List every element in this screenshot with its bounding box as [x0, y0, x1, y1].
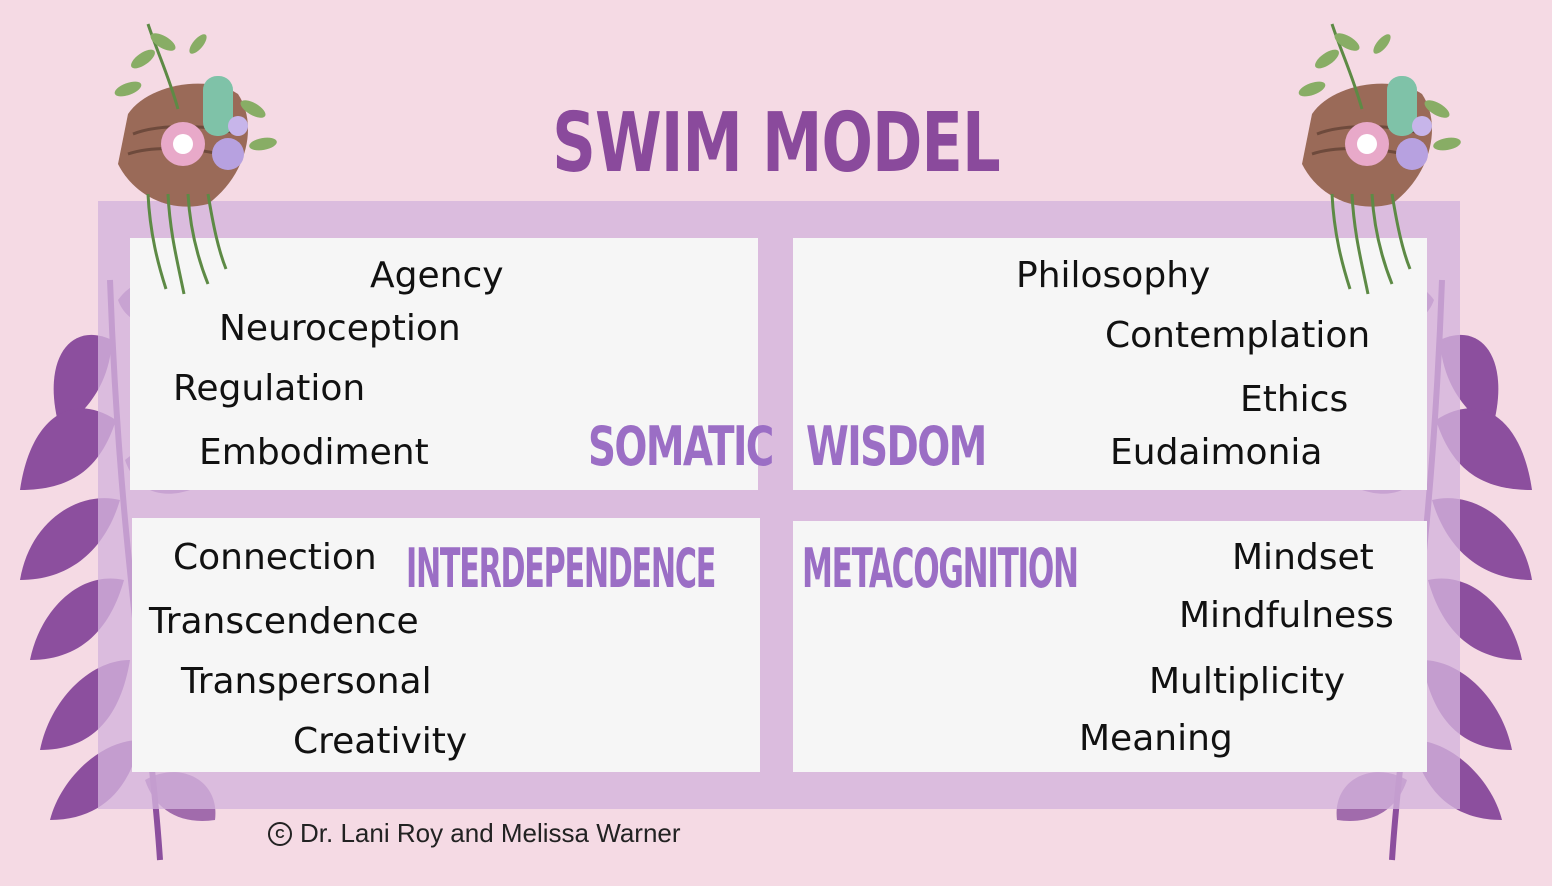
somatic-word: Agency — [370, 255, 504, 296]
floral-bouquet-left-decoration — [114, 23, 277, 295]
interdependence-word: Connection — [173, 537, 377, 578]
somatic-word: Embodiment — [199, 432, 429, 473]
wisdom-panel — [793, 238, 1427, 490]
somatic-word: Neuroception — [219, 308, 461, 349]
somatic-panel — [130, 238, 758, 490]
wisdom-word: Philosophy — [1016, 255, 1211, 296]
wisdom-label: WISDOM — [806, 415, 987, 478]
metacognition-word: Mindfulness — [1179, 595, 1394, 636]
somatic-label: SOMATIC — [588, 415, 774, 478]
page-title: SWIM MODEL — [552, 96, 1000, 191]
interdependence-word: Transcendence — [149, 601, 419, 642]
metacognition-label: METACOGNITION — [802, 537, 1079, 600]
somatic-word: Regulation — [173, 368, 366, 409]
floral-bouquet-right-decoration — [1298, 23, 1461, 295]
wisdom-word: Contemplation — [1105, 315, 1371, 356]
metacognition-word: Multiplicity — [1149, 661, 1346, 702]
metacognition-word: Mindset — [1232, 537, 1374, 578]
copyright-icon: C — [268, 822, 292, 846]
wisdom-word: Eudaimonia — [1110, 432, 1323, 473]
interdependence-word: Transpersonal — [181, 661, 432, 702]
wisdom-word: Ethics — [1240, 379, 1349, 420]
credit-text: Dr. Lani Roy and Melissa Warner — [300, 818, 681, 848]
metacognition-panel — [793, 521, 1427, 772]
interdependence-word: Creativity — [293, 721, 468, 762]
credit-line: C Dr. Lani Roy and Melissa Warner — [268, 818, 681, 849]
metacognition-word: Meaning — [1079, 718, 1233, 759]
interdependence-panel — [132, 518, 760, 772]
interdependence-label: INTERDEPENDENCE — [406, 537, 716, 600]
